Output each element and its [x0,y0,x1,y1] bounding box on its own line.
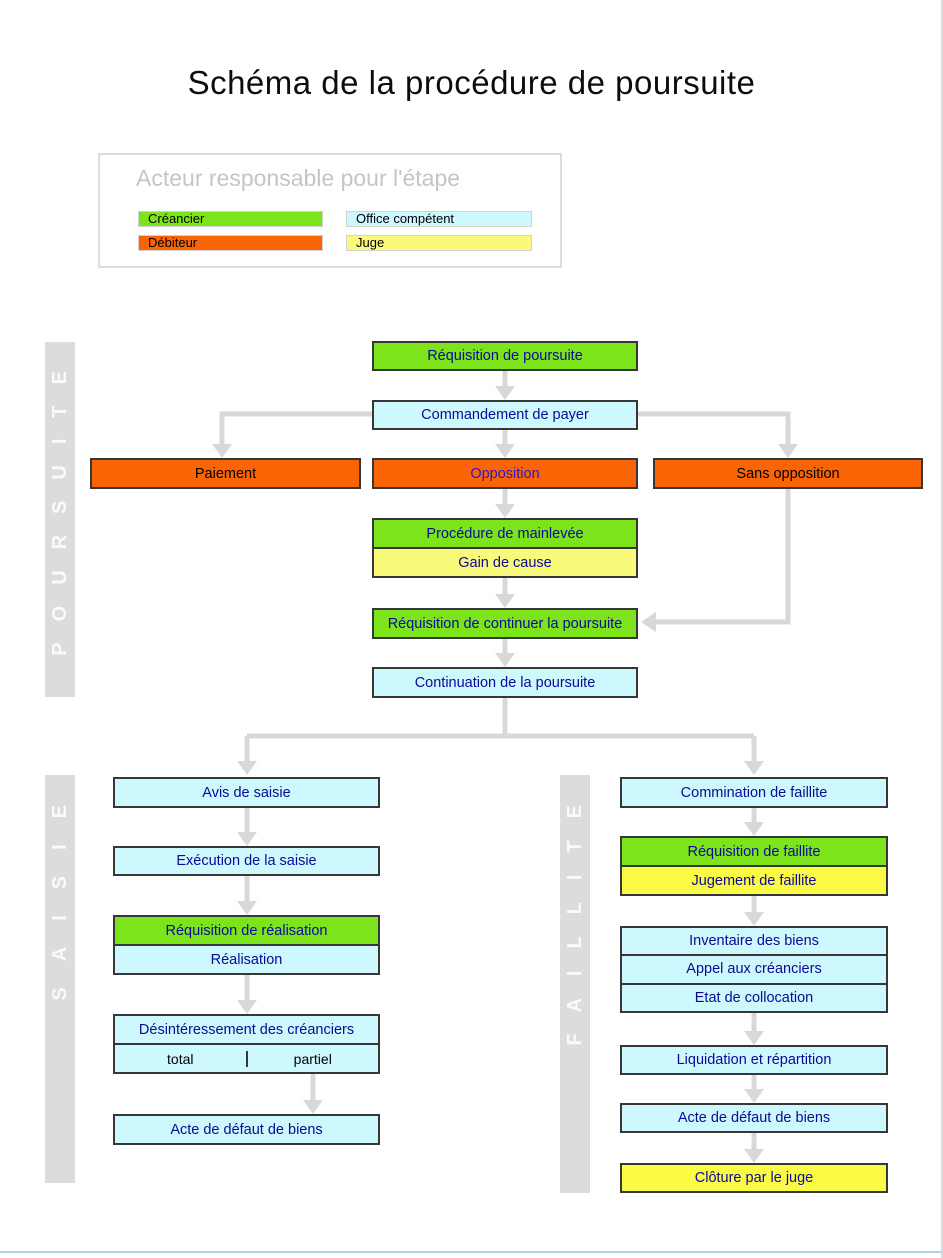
node-requisition-de-poursuite: Réquisition de poursuite [372,341,638,371]
section-band-poursuite: POURSUITE [45,342,75,697]
node-realisation: Réalisation [115,944,378,973]
node-acte-de-defaut-de-biens-faillite: Acte de défaut de biens [620,1103,888,1133]
section-band-saisie: SAISIE [45,775,75,1183]
node-opposition: Opposition [372,458,638,489]
node-gain-de-cause: Gain de cause [374,547,636,576]
node-liquidation-et-repartition: Liquidation et répartition [620,1045,888,1075]
node-continuation-de-la-poursuite: Continuation de la poursuite [372,667,638,698]
node-group-jugement-faillite: Réquisition de faillite Jugement de fail… [620,836,888,896]
node-inventaire-des-biens: Inventaire des biens [689,933,819,950]
node-group-mainlevee: Procédure de mainlevée Gain de cause [372,518,638,578]
node-etat-de-collocation: Etat de collocation [622,982,886,1011]
node-row-total-partiel: total partiel [115,1043,378,1072]
node-group-realisation: Réquisition de réalisation Réalisation [113,915,380,975]
legend-swatch-juge: Juge [346,235,532,251]
node-acte-de-defaut-de-biens-saisie: Acte de défaut de biens [113,1114,380,1145]
node-group-inventaire: Inventaire des biens Appel aux créancier… [620,926,888,1013]
node-appel-aux-creanciers: Appel aux créanciers [622,954,886,982]
node-procedure-de-mainlevee: Procédure de mainlevée [374,520,636,547]
node-commination-de-faillite: Commination de faillite [620,777,888,808]
bottom-divider-line [0,1251,941,1253]
node-total: total [115,1050,248,1067]
node-sans-opposition: Sans opposition [653,458,923,489]
section-band-faillite: FAILLITE [560,775,590,1193]
legend-swatch-creancier: Créancier [138,211,323,227]
node-commandement-de-payer: Commandement de payer [372,400,638,430]
node-avis-de-saisie: Avis de saisie [113,777,380,808]
legend-box: Acteur responsable pour l'étape Créancie… [98,153,562,268]
node-jugement-de-faillite: Jugement de faillite [622,865,886,894]
node-group-desinteressement: Désintéressement des créanciers total pa… [113,1014,380,1074]
node-requisition-de-faillite: Réquisition de faillite [622,838,886,865]
node-partiel: partiel [293,1050,332,1067]
node-paiement: Paiement [90,458,361,489]
legend-swatch-debiteur: Débiteur [138,235,323,251]
node-cloture-par-le-juge: Clôture par le juge [620,1163,888,1193]
node-requisition-de-realisation: Réquisition de réalisation [115,917,378,944]
node-requisition-de-continuer: Réquisition de continuer la poursuite [372,608,638,639]
page-title: Schéma de la procédure de poursuite [187,64,756,101]
legend-swatch-office: Office compétent [346,211,532,227]
legend-title: Acteur responsable pour l'étape [136,165,461,191]
node-execution-de-la-saisie: Exécution de la saisie [113,846,380,876]
node-desinteressement-des-creanciers: Désintéressement des créanciers [138,1021,355,1038]
